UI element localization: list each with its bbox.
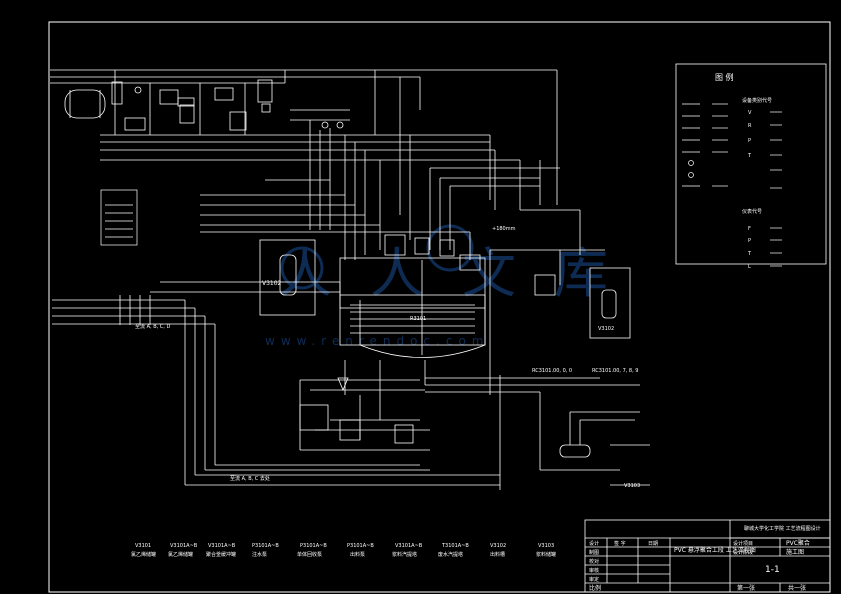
title-block [584,519,831,593]
line-note-abc-bottom: 至流 A, B, C 去处 [230,475,270,482]
equip-tag-9: V3103 [538,543,554,549]
title-role-0: 设计 [589,540,599,547]
equip-name-8: 出料槽 [490,551,505,558]
vessel-right-label: V3102 [598,326,614,332]
equip-tag-2: V3101A~B [208,543,236,549]
vessel-left-label: V3102 [262,280,282,287]
legend-device-code-3: T [747,153,752,159]
reactor-r3101 [339,234,486,358]
title-role-3: 审核 [589,567,599,574]
title-scale-label: 比例 [589,584,601,592]
title-total: 共一张 [788,584,806,592]
title-sheet: 第一张 [737,584,755,592]
title-project-label: 设计项目 [733,540,753,547]
reactor-label: R3101 [410,316,426,322]
dist-right-note: RC3101.00, 7, 8, 9 [592,368,638,374]
dist-left-note: RC3101.00, 0, 0 [532,368,572,374]
title-col-date: 日期 [648,541,658,547]
vessel-v3102-left [259,239,316,316]
vessel-v3102-right [534,267,631,339]
title-drawing-title: PVC 悬浮聚合工段 工艺流程图 [674,546,756,554]
equip-name-5: 出料泵 [350,551,365,558]
temp-note: +180mm [492,226,516,232]
equip-name-1: 氯乙烯储罐 [168,551,193,558]
equip-name-2: 聚合釜缓冲罐 [206,551,236,558]
legend-device-code-0: V [748,110,752,116]
equip-name-7: 废水汽提塔 [438,551,463,558]
tank-v3103 [299,377,591,458]
watermark: 人人文库 www.renrendoc.com [265,224,646,348]
equip-tag-3: P3101A~B [252,543,279,549]
equip-tag-8: V3102 [490,543,506,549]
legend-inst-code-2: T [747,251,752,257]
process-lines [50,69,650,490]
top-equipment [64,70,350,135]
tank-bottom-label: V3103 [624,483,640,489]
legend-instrument-header: 仪表代号 [742,208,762,215]
title-project-value: PVC聚合 [786,539,810,547]
watermark-url: www.renrendoc.com [265,334,489,348]
legend-device-code-1: R [748,123,752,129]
title-stage-label: 设计阶段 [733,549,753,556]
title-role-2: 校对 [589,558,599,565]
feed-panel [100,189,138,246]
equipment-tag-row: V3101 氯乙烯储罐 V3101A~B 氯乙烯储罐 V3101A~B 聚合釜缓… [131,543,556,558]
title-institute: 聊城大学化工学院 工艺流程图设计 [744,525,821,532]
equip-name-6: 浆料汽提塔 [392,551,417,558]
equip-tag-0: V3101 [135,543,151,549]
equip-name-4: 单体回收泵 [297,551,322,558]
equip-tag-4: P3101A~B [300,543,327,549]
equip-name-3: 注水泵 [252,551,267,558]
equip-name-0: 氯乙烯储罐 [131,551,156,558]
watermark-text: 人人文库 [278,242,646,305]
legend: 图 例 设备类别代号 仪表代号 [675,63,827,270]
title-role-4: 审定 [589,576,599,583]
equip-tag-5: P3101A~B [347,543,374,549]
legend-title: 图 例 [715,72,734,82]
equip-name-9: 浆料储罐 [536,551,556,558]
legend-inst-code-1: P [748,238,751,244]
equip-tag-6: V3101A~B [395,543,423,549]
equip-tag-1: V3101A~B [170,543,198,549]
legend-inst-code-0: F [748,226,751,232]
title-role-1: 制图 [589,549,599,556]
legend-inst-code-3: L [748,264,751,270]
title-stage-value: 施工图 [786,548,804,556]
title-drawing-no: 1-1 [765,565,780,575]
legend-device-code-2: P [748,138,751,144]
line-note-abc: 至流 A, B, C, D [135,323,170,330]
equip-tag-7: T3101A~B [441,543,469,549]
drawing-frame [48,21,831,593]
title-col-sign: 签 字 [614,540,626,547]
legend-device-header: 设备类别代号 [742,97,772,104]
